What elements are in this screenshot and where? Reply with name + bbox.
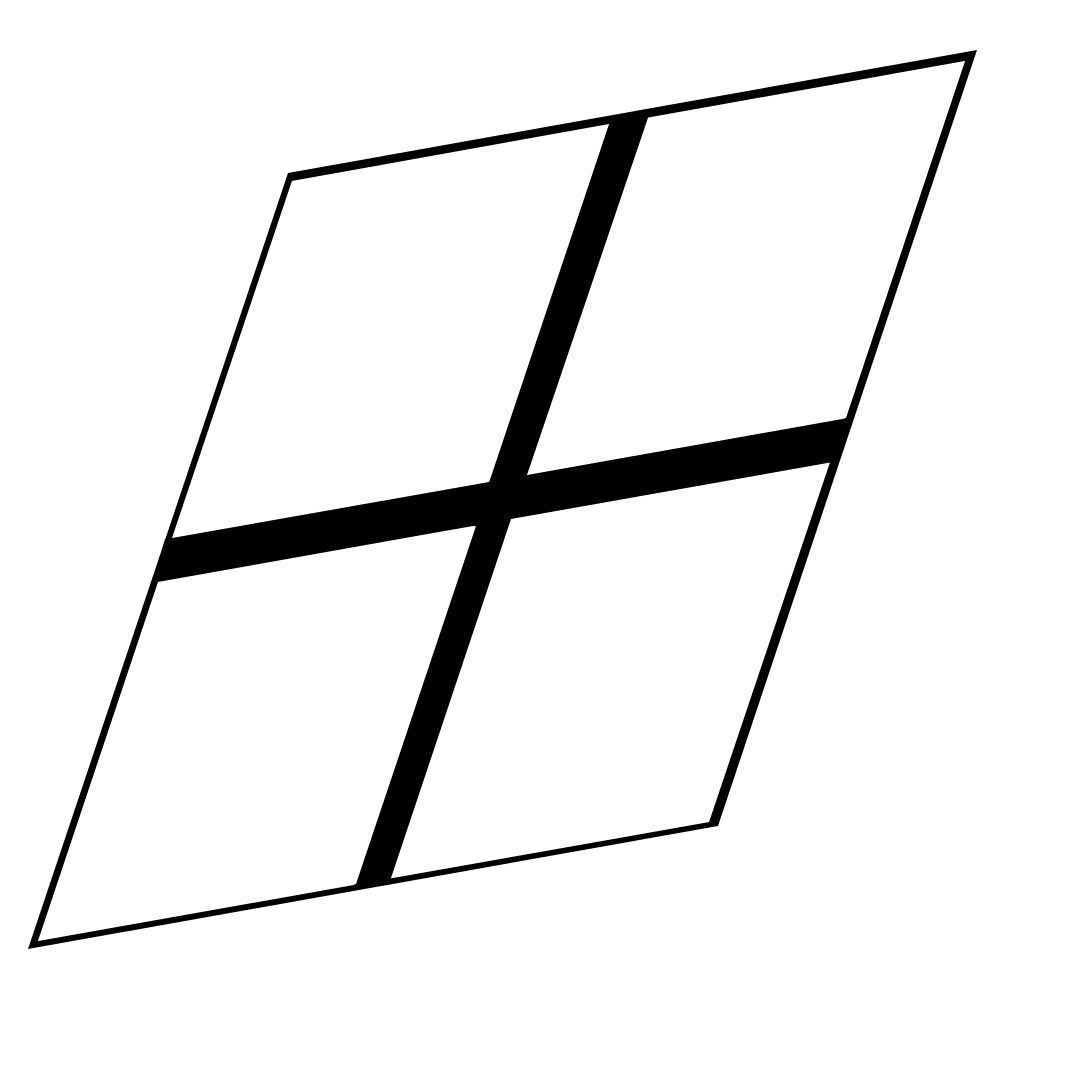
vertical-crossbar	[354, 115, 649, 886]
pane-top-left	[172, 124, 609, 538]
pane-bottom-right	[391, 463, 829, 878]
pane-bottom-left	[38, 526, 476, 941]
pane-top-right	[527, 61, 965, 475]
